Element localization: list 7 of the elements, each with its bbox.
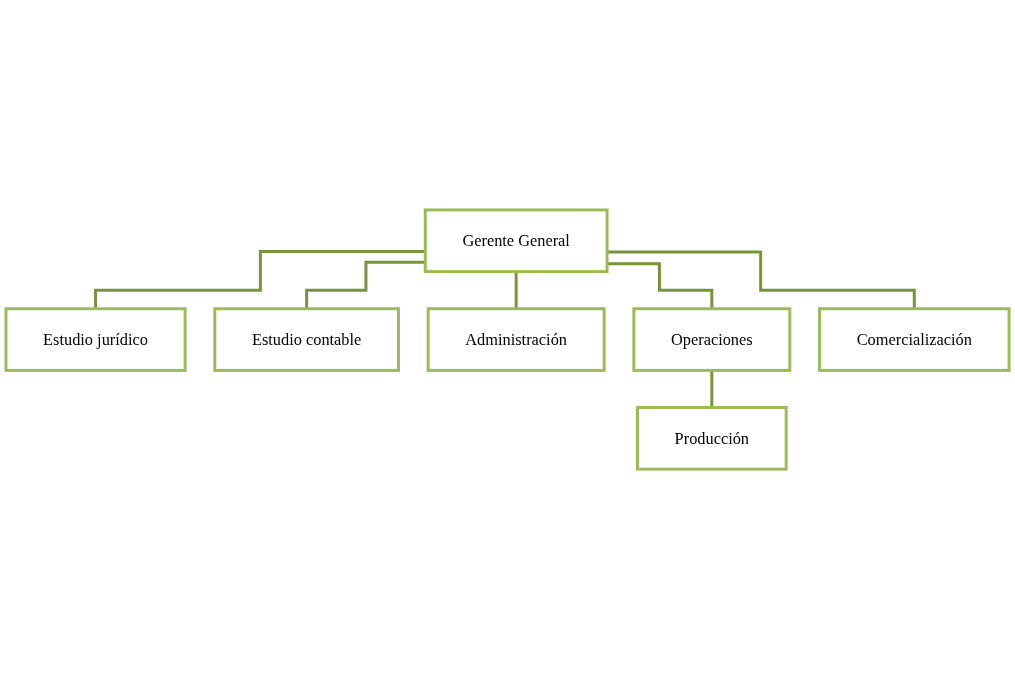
node-box: Administración: [426, 307, 606, 372]
node-box: Operaciones: [632, 307, 792, 372]
node-box: Gerente General: [423, 208, 609, 273]
node-box: Estudio contable: [213, 307, 400, 372]
node-box: Producción: [635, 406, 788, 471]
node-box: Estudio jurídico: [4, 307, 187, 372]
node-box: Comercialización: [818, 307, 1011, 372]
